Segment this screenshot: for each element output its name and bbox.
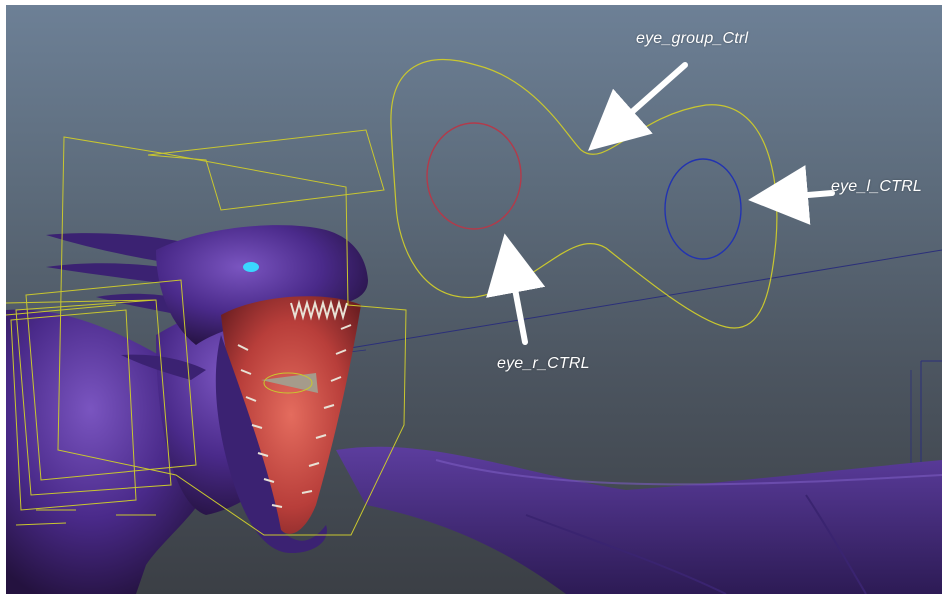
3d-viewport[interactable]: eye_group_Ctrl eye_l_CTRL eye_r_CTRL — [6, 5, 942, 594]
eye-group-ctrl-label: eye_group_Ctrl — [636, 30, 748, 48]
annotation-arrows — [509, 65, 832, 342]
arrow-icon — [606, 65, 685, 135]
viewport-scene — [6, 5, 942, 594]
eye-group-ctrl-curve[interactable] — [391, 60, 777, 328]
eye-r-ctrl-label: eye_r_CTRL — [497, 355, 590, 373]
eye-r-ctrl-ring[interactable] — [427, 123, 521, 229]
eye-l-ctrl-ring[interactable] — [665, 159, 741, 259]
eye-l-ctrl-label: eye_l_CTRL — [831, 178, 922, 196]
dragon-wing — [336, 447, 942, 594]
arrow-icon — [509, 257, 525, 342]
arrow-icon — [772, 193, 832, 198]
dragon-eye-icon — [243, 262, 259, 272]
